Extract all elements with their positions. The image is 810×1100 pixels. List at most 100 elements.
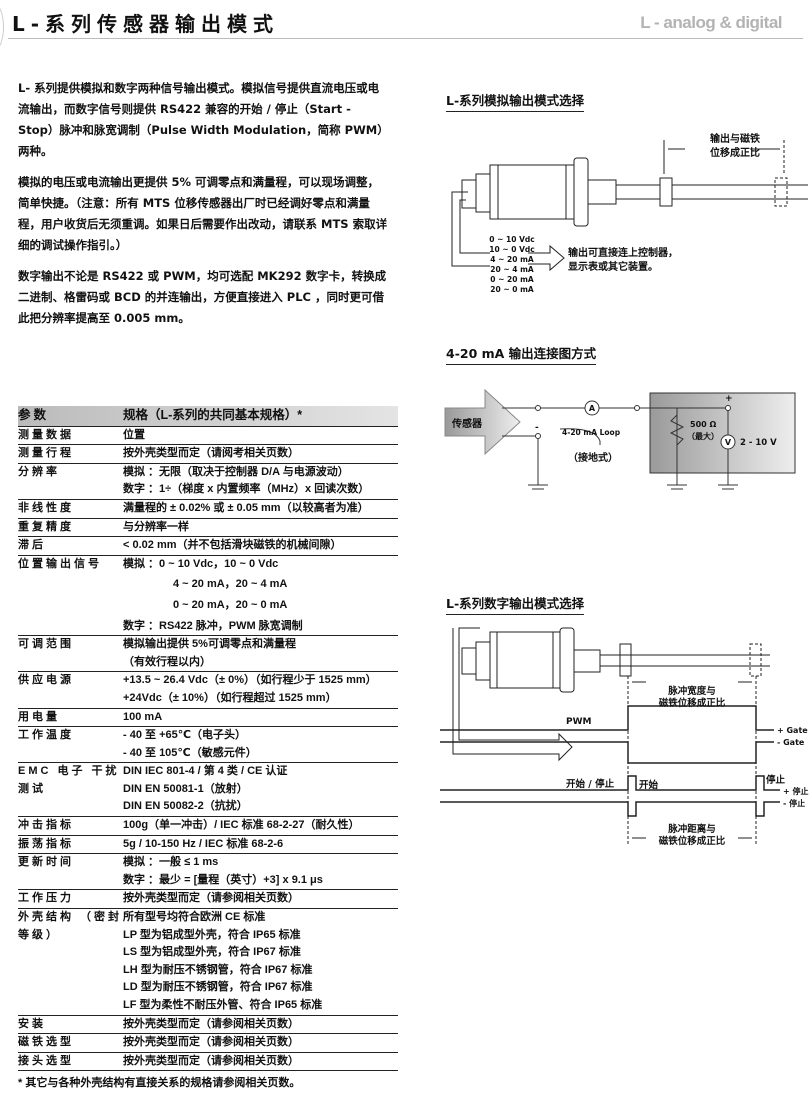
loop-label: 4-20 mA Loop <box>562 428 621 437</box>
spec-param: 重复精度 <box>18 520 74 533</box>
spec-value-line: 按外壳类型而定（请参阅相关页数） <box>123 1054 299 1067</box>
header-divider <box>8 38 803 39</box>
spec-value-line: 满量程的 ± 0.02% 或 ± 0.05 mm（以较高者为准） <box>123 501 369 514</box>
spec-param: 位置输出信号 <box>18 557 102 570</box>
spec-value-line: 0 ~ 20 mA，20 ~ 0 mA <box>173 598 288 611</box>
spec-value-line: LD 型为耐压不锈钢管，符合 IP67 标准 <box>123 981 313 994</box>
spec-value-line: - 40 至 +65℃（电子头） <box>123 729 247 742</box>
spec-value-line: DIN IEC 801-4 / 第 4 类 / CE 认证 <box>123 765 288 778</box>
page-title: L-系列传感器输出模式 <box>12 12 280 36</box>
spec-value: 模拟 ：一般 ≤ 1 ms 数字 ：最少 = [量程（英寸）+3] x 9.1 μ… <box>123 854 398 889</box>
ground-type: （接地式） <box>568 451 618 464</box>
spec-value-line: 数字 ：RS422 脉冲，PWM 脉宽调制 <box>123 619 303 632</box>
spec-value: 与分辨率一样 <box>123 519 398 537</box>
spec-table: 参数 规格（L-系列的共同基本规格）* 测量数据位置测量行程按外壳类型而定（请阅… <box>18 406 398 1091</box>
spec-header-value: 规格（L-系列的共同基本规格）* <box>123 408 303 422</box>
spec-value-line: LP 型为铝成型外壳，符合 IP65 标准 <box>123 928 301 941</box>
start-label: 开始 <box>639 779 659 791</box>
ammeter-icon <box>584 400 600 416</box>
spec-value-line: 模拟 ：一般 ≤ 1 ms <box>123 856 219 869</box>
spec-value-line: - 40 至 105℃（敏感元件） <box>123 746 257 759</box>
output-option: 10 ~ 0 Vdc <box>489 245 534 254</box>
dim-label: 磁铁位移成正比 <box>659 697 726 709</box>
spec-param: 振荡指标 <box>18 837 74 850</box>
output-option: 0 ~ 10 Vdc <box>489 235 534 244</box>
spec-row: 振荡指标 5g / 10-150 Hz / IEC 标准 68-2-6 <box>18 836 398 855</box>
output-option: 0 ~ 20 mA <box>490 275 534 284</box>
output-option: 20 ~ 4 mA <box>490 265 534 274</box>
spec-row: 供应电源+13.5 ~ 26.4 Vdc（± 0%）（如行程少于 1525 mm… <box>18 672 398 709</box>
spec-value-line: LH 型为耐压不锈钢管，符合 IP67 标准 <box>123 963 313 976</box>
spec-param: 分辨率 <box>18 465 60 478</box>
intro-paragraph: L- 系列提供模拟和数字两种信号输出模式。模拟信号提供直流电压或电流输出，而数字… <box>18 81 389 158</box>
spec-row: 测量行程按外壳类型而定（请阅考相关页数） <box>18 445 398 464</box>
intro-paragraph: 模拟的电压或电流输出更提供 5% 可调零点和满量程，可以现场调整，简单快捷。（注… <box>18 175 388 252</box>
spec-value: 100 mA <box>123 709 398 727</box>
resistor-label: 500 Ω <box>690 420 716 429</box>
minus-label: - <box>535 423 539 433</box>
spec-row: 安装 按外壳类型而定（请参阅相关页数） <box>18 1016 398 1035</box>
spec-param: 非线性度 <box>18 501 74 514</box>
output-option: 4 ~ 20 mA <box>490 255 534 264</box>
spec-value-line: 100g（单一冲击）/ IEC 标准 68-2-27（耐久性） <box>123 819 360 832</box>
spec-row: 测量数据位置 <box>18 427 398 446</box>
spec-value-line: +24Vdc（± 10%）（如行程超过 1525 mm） <box>123 691 337 704</box>
spec-value: 模拟输出提供 5%可调零点和满量程（有效行程以内） <box>123 636 398 671</box>
stop-label: 停止 <box>766 774 786 786</box>
spec-param: 安装 <box>18 1017 46 1030</box>
spec-param: 工作压力 <box>18 892 74 905</box>
controller-box <box>649 392 796 474</box>
spec-value: 按外壳类型而定（请参阅相关页数） <box>123 890 398 908</box>
digital-output-diagram: 脉冲宽度与 磁铁位移成正比 PWM + Gate - Gate 开始 / 停止 … <box>440 627 809 847</box>
spec-param: 测量行程 <box>18 447 74 460</box>
spec-header-param: 参数 <box>18 408 50 422</box>
dim-label: 磁铁位移成正比 <box>659 835 726 847</box>
voltmeter-label: V <box>725 438 732 447</box>
spec-value-line: 4 ~ 20 mA，20 ~ 4 mA <box>173 578 288 591</box>
spec-value-line: < 0.02 mm（并不包括滑块磁铁的机械间隙） <box>123 539 342 552</box>
spec-value: 按外壳类型而定（请参阅相关页数） <box>123 1034 398 1052</box>
dim-label: 输出与磁铁 <box>710 132 760 145</box>
spec-value-line: 模拟输出提供 5%可调零点和满量程 <box>123 638 296 651</box>
spec-row: 重复精度 与分辨率一样 <box>18 519 398 538</box>
spec-value: 模拟 ：无限（取决于控制器 D/A 与电源波动）数字 ：1÷（梯度 x 内置频率… <box>123 464 398 499</box>
spec-value: 按外壳类型而定（请参阅相关页数） <box>123 1053 398 1071</box>
spec-value: 5g / 10-150 Hz / IEC 标准 68-2-6 <box>123 836 398 854</box>
spec-row: 非线性度 满量程的 ± 0.02% 或 ± 0.05 mm（以较高者为准） <box>18 500 398 519</box>
intro-text: L- 系列提供模拟和数字两种信号输出模式。模拟信号提供直流电压或电流输出，而数字… <box>18 78 390 339</box>
ammeter-label: A <box>589 404 596 413</box>
spec-param: 滞后 <box>18 539 46 552</box>
spec-param: 外壳结构 （密封等级） <box>18 911 123 941</box>
sensor-block <box>444 388 521 456</box>
spec-value-line: DIN EN 50082-2（抗扰） <box>123 800 248 813</box>
voltmeter-icon <box>720 434 736 450</box>
spec-row: 分辨率 模拟 ：无限（取决于控制器 D/A 与电源波动）数字 ：1÷（梯度 x 内… <box>18 464 398 500</box>
gate-minus-label: - Gate <box>777 738 805 747</box>
spec-row: 接头选型 按外壳类型而定（请参阅相关页数） <box>18 1053 398 1072</box>
spec-value: < 0.02 mm（并不包括滑块磁铁的机械间隙） <box>123 537 398 555</box>
spec-value: 位置 <box>123 427 398 445</box>
analog-output-diagram: 输出与磁铁 位移成正比 0 ~ 10 Vdc 10 ~ 0 Vdc 4 ~ 20… <box>451 132 808 294</box>
pwm-label: PWM <box>566 717 592 727</box>
voltage-label: 2 - 10 V <box>740 438 777 448</box>
stop-minus-label: - 停止 <box>783 798 805 808</box>
spec-value-line: 与分辨率一样 <box>123 520 189 533</box>
spec-param: 接头选型 <box>18 1054 74 1067</box>
spec-row: 可调范围模拟输出提供 5%可调零点和满量程（有效行程以内） <box>18 636 398 673</box>
spec-value-line: 100 mA <box>123 710 163 723</box>
spec-value-line: 数字 ：最少 = [量程（英寸）+3] x 9.1 μs <box>123 873 323 886</box>
spec-row: 滞后 < 0.02 mm（并不包括滑块磁铁的机械间隙） <box>18 537 398 556</box>
output-option: 20 ~ 0 mA <box>490 285 534 294</box>
spec-header-row: 参数 规格（L-系列的共同基本规格）* <box>18 406 398 427</box>
plus-label: + <box>725 394 733 404</box>
spec-row: 磁铁选型按外壳类型而定（请参阅相关页数） <box>18 1034 398 1053</box>
spec-value-line: +13.5 ~ 26.4 Vdc（± 0%）（如行程少于 1525 mm） <box>123 674 377 687</box>
digital-section-title: L-系列数字输出模式选择 <box>446 593 585 615</box>
spec-value: 按外壳类型而定（请参阅相关页数） <box>123 1016 398 1034</box>
